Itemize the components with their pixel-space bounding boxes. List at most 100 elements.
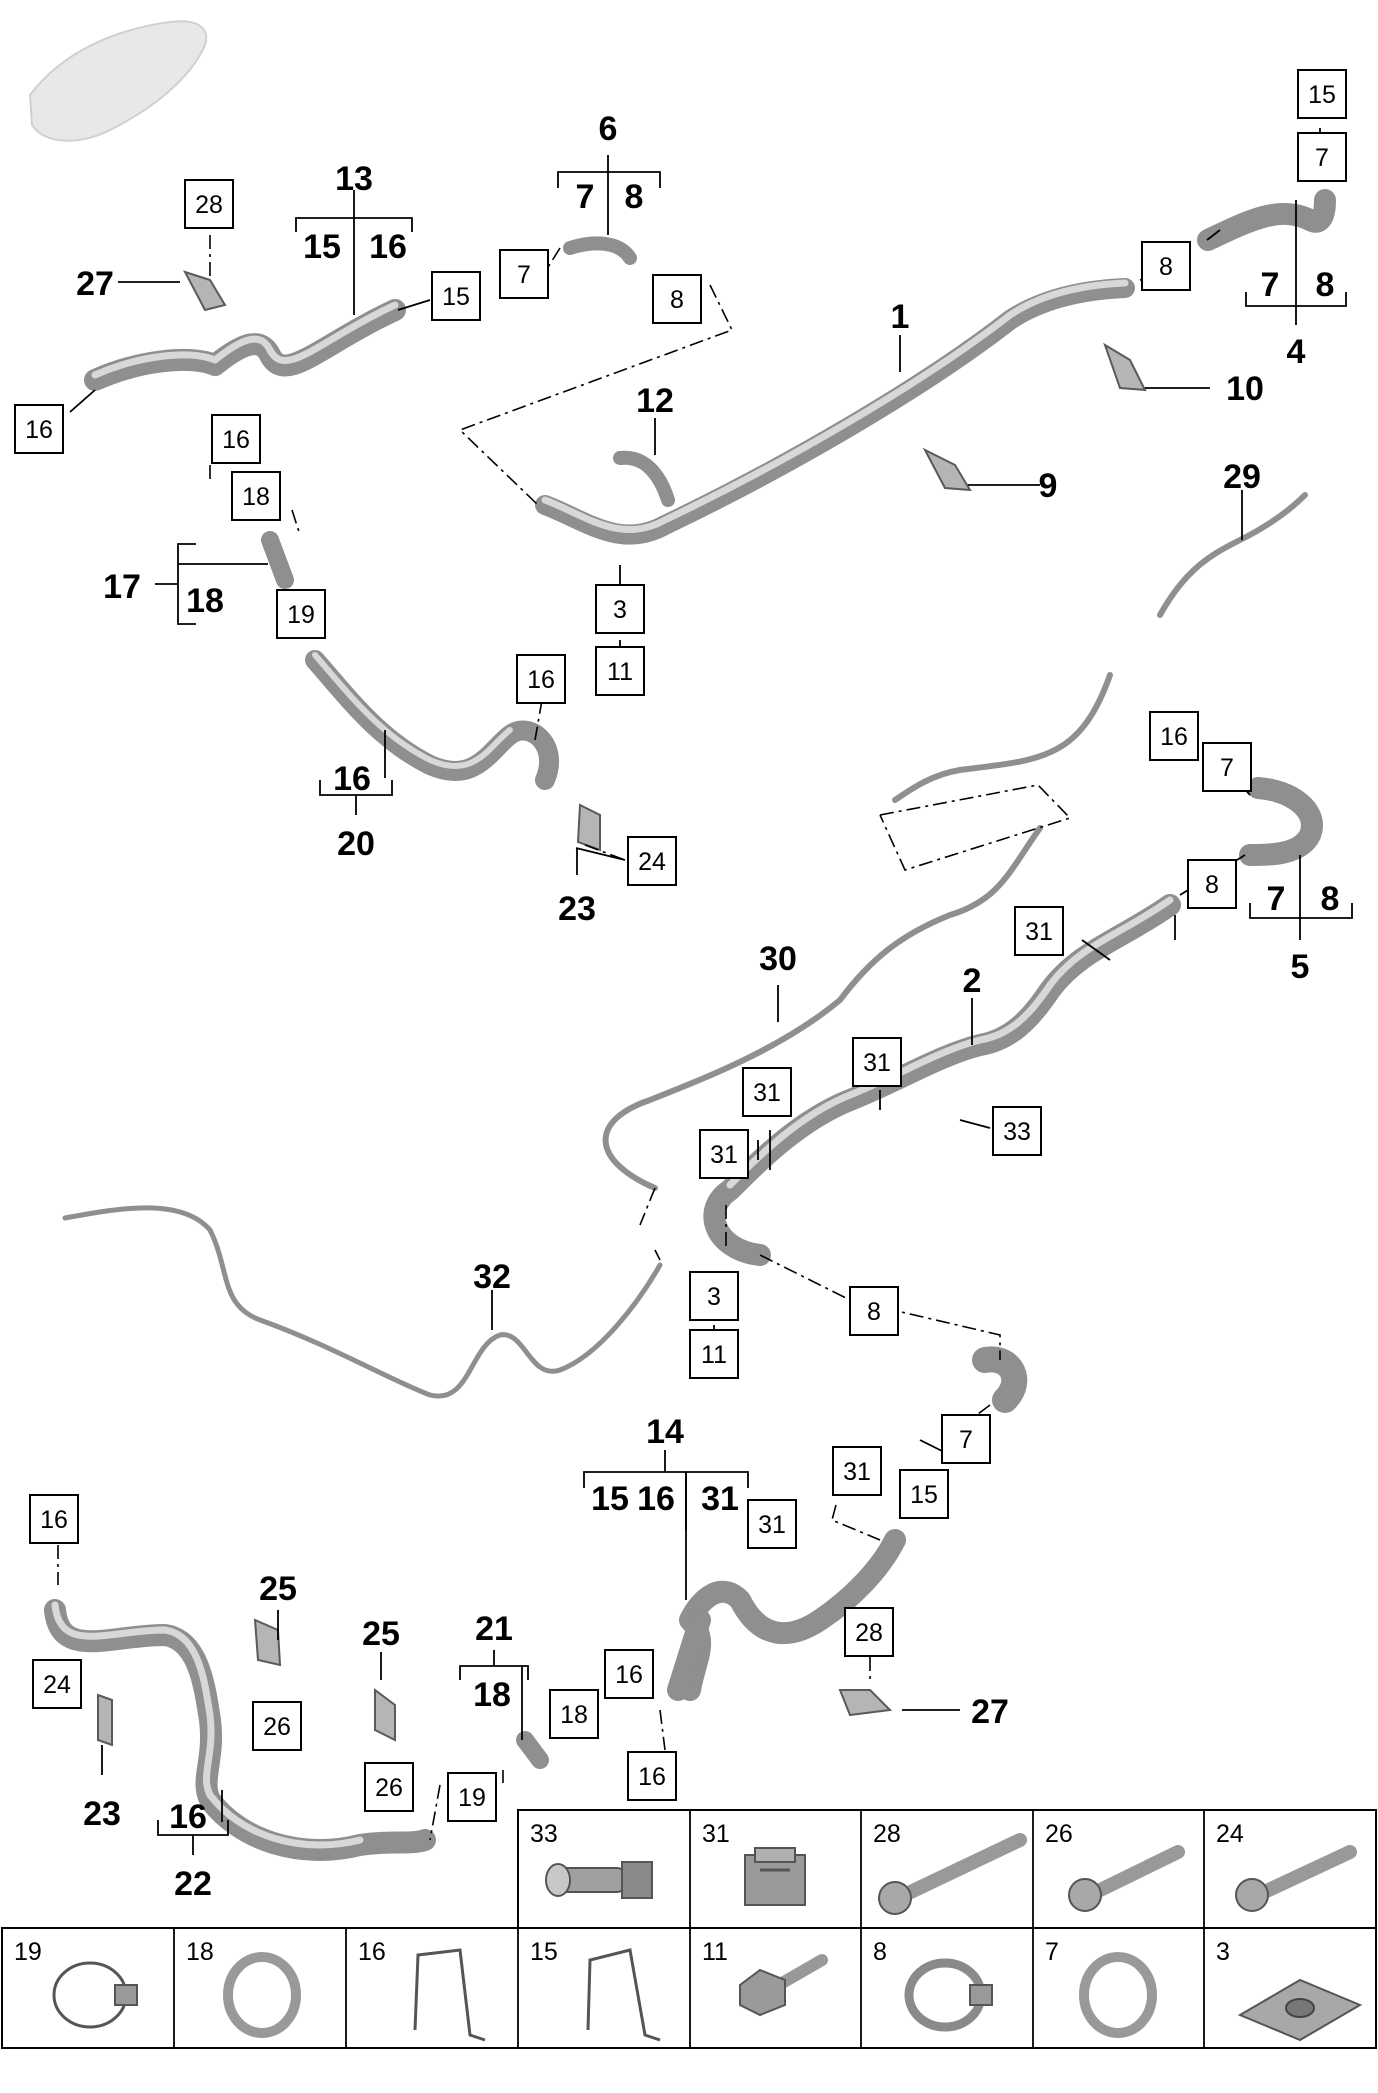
callout-box: 3 [595,584,645,634]
callout-box: 7 [1202,742,1252,792]
legend-num: 15 [530,1938,558,1966]
svg-text:7: 7 [959,1426,973,1454]
callout-box: 7 [499,249,549,299]
spring-clip-icon [413,1948,486,2042]
label-21: 21 [475,1610,513,1648]
callout-box: 3 [689,1271,739,1321]
callout-box: 7 [941,1414,991,1464]
svg-text:16: 16 [527,666,555,694]
label-22-16: 16 [169,1798,207,1836]
legend-num: 24 [1216,1820,1244,1848]
label-6: 6 [599,110,618,148]
callout-box: 15 [1297,69,1347,119]
screw-icon [739,1954,828,2017]
svg-text:26: 26 [375,1774,403,1802]
svg-text:28: 28 [195,191,223,219]
label-27a: 27 [76,265,114,303]
bolt-icon [1068,1845,1185,1912]
label-6-8: 8 [625,178,644,216]
callout-box: 16 [516,654,566,704]
parts-legend: 33 31 28 26 24 19 18 16 15 11 8 7 3 [1,1809,1377,2049]
label-14-15: 15 [591,1480,629,1518]
callout-box: 28 [844,1607,894,1657]
legend-num: 33 [530,1820,558,1848]
label-27b: 27 [971,1693,1009,1731]
callout-box: 8 [652,274,702,324]
label-29: 29 [1223,458,1261,496]
callout-box: 19 [276,589,326,639]
sensor-icon [545,1861,653,1899]
label-5-7: 7 [1267,880,1286,918]
callout-box: 16 [29,1494,79,1544]
svg-text:19: 19 [287,601,315,629]
callout-box: 31 [1014,906,1064,956]
label-10: 10 [1226,370,1264,408]
callout-box: 31 [832,1446,882,1496]
svg-text:8: 8 [867,1298,881,1326]
label-5: 5 [1291,948,1310,986]
svg-text:31: 31 [710,1141,738,1169]
svg-text:19: 19 [458,1784,486,1812]
svg-text:16: 16 [40,1506,68,1534]
pipes [44,189,1336,1861]
svg-text:16: 16 [222,426,250,454]
callout-box: 15 [899,1469,949,1519]
callout-box: 16 [627,1751,677,1801]
svg-text:31: 31 [1025,918,1053,946]
callout-box: 8 [1141,241,1191,291]
label-14-16: 16 [637,1480,675,1518]
callout-box: 18 [231,471,281,521]
svg-text:31: 31 [758,1511,786,1539]
svg-text:16: 16 [638,1763,666,1791]
callout-box: 7 [1297,132,1347,182]
svg-text:8: 8 [670,286,684,314]
dash-dot-lines [57,235,1072,1841]
svg-text:11: 11 [607,658,633,686]
o-ring-icon [1079,1952,1157,2038]
label-14-31: 31 [701,1480,739,1518]
legend-num: 8 [873,1938,887,1966]
label-9: 9 [1039,467,1058,505]
legend-num: 11 [702,1938,728,1966]
legend-num: 26 [1045,1820,1073,1848]
svg-text:7: 7 [1220,754,1234,782]
svg-text:7: 7 [517,261,531,289]
callout-box: 31 [699,1129,749,1179]
label-4-7: 7 [1261,266,1280,304]
boxed-callouts: 28 16 16 18 19 15 7 8 3 11 16 24 15 7 8 … [14,69,1347,1822]
callout-box: 24 [627,836,677,886]
svg-text:31: 31 [863,1049,891,1077]
car-silhouette-icon [28,20,208,142]
callout-box: 19 [447,1772,497,1822]
svg-text:26: 26 [263,1713,291,1741]
svg-text:24: 24 [43,1671,71,1699]
legend-num: 19 [14,1938,42,1966]
legend-num: 18 [186,1938,214,1966]
hose-clamp-icon [52,1961,138,2029]
legend-num: 3 [1216,1938,1230,1966]
callout-box: 15 [431,271,481,321]
callout-box: 31 [742,1067,792,1117]
label-17-18: 18 [186,582,224,620]
label-22: 22 [174,1865,212,1903]
label-21-18: 18 [473,1676,511,1714]
legend-num: 7 [1045,1938,1059,1966]
svg-text:15: 15 [442,283,470,311]
svg-text:3: 3 [707,1283,721,1311]
svg-text:28: 28 [855,1619,883,1647]
label-25a: 25 [259,1570,297,1608]
part-labels: 13 15 16 6 7 8 27 1 7 8 4 10 12 9 29 17 … [76,110,1339,1903]
callout-box: 16 [14,404,64,454]
callout-box: 16 [604,1649,654,1699]
legend-num: 16 [358,1938,386,1966]
callout-box: 26 [364,1762,414,1812]
label-4: 4 [1287,333,1306,371]
label-20-16: 16 [333,760,371,798]
legend-num: 31 [702,1820,730,1848]
callout-box: 8 [849,1286,899,1336]
svg-text:8: 8 [1159,253,1173,281]
callout-box: 28 [184,179,234,229]
label-23a: 23 [558,890,596,928]
svg-text:8: 8 [1205,871,1219,899]
callout-box: 18 [549,1689,599,1739]
